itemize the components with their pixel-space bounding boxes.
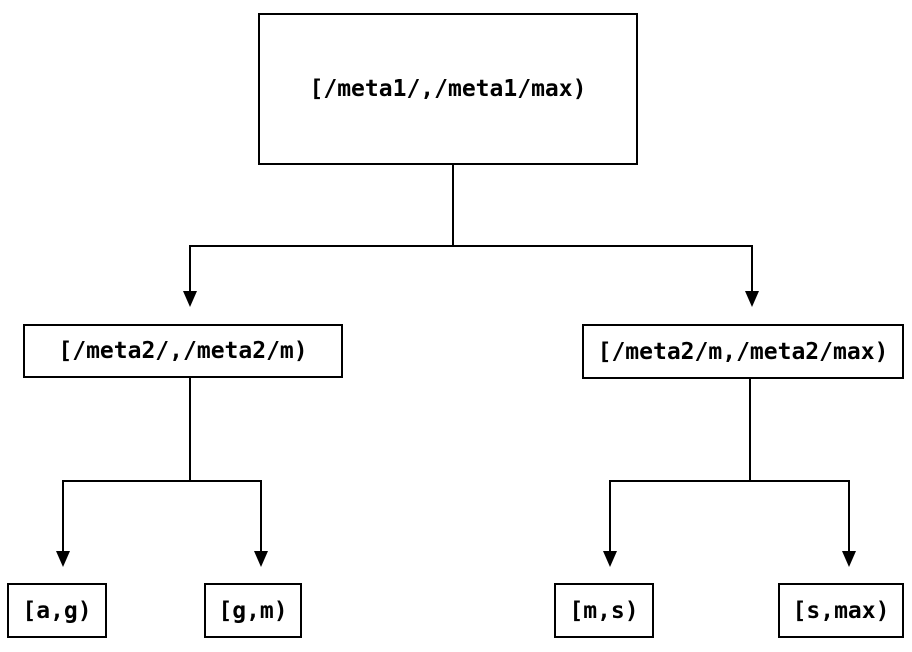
edge-left-to-leaf-ag xyxy=(56,378,191,567)
tree-node-root-label: [/meta1/,/meta1/max) xyxy=(309,76,587,102)
edge-line xyxy=(749,379,850,552)
tree-leaf-smax: [s,max) xyxy=(778,583,904,638)
arrowhead-down-icon xyxy=(56,551,70,567)
edge-root-to-left xyxy=(183,165,454,307)
tree-leaf-smax-label: [s,max) xyxy=(792,597,890,624)
tree-leaf-ag-label: [a,g) xyxy=(22,597,92,624)
tree-node-right-label: [/meta2/m,/meta2/max) xyxy=(597,338,889,365)
tree-leaf-ms-label: [m,s) xyxy=(569,597,639,624)
arrowhead-down-icon xyxy=(603,551,617,567)
edge-line xyxy=(62,378,191,552)
arrowhead-down-icon xyxy=(842,551,856,567)
edge-line xyxy=(452,165,753,292)
edge-left-to-leaf-gm xyxy=(189,378,268,567)
arrowhead-down-icon xyxy=(183,291,197,307)
tree-leaf-ms: [m,s) xyxy=(554,583,654,638)
tree-node-right: [/meta2/m,/meta2/max) xyxy=(582,324,904,379)
edge-line xyxy=(189,378,262,552)
tree-node-root: [/meta1/,/meta1/max) xyxy=(258,13,638,165)
tree-node-left-label: [/meta2/,/meta2/m) xyxy=(58,338,308,364)
tree-leaf-gm-label: [g,m) xyxy=(218,597,288,624)
edge-line xyxy=(609,379,751,552)
tree-leaf-ag: [a,g) xyxy=(7,583,107,638)
edge-right-to-leaf-smax xyxy=(749,379,856,567)
tree-node-left: [/meta2/,/meta2/m) xyxy=(23,324,343,378)
edge-root-to-right xyxy=(452,165,759,307)
tree-leaf-gm: [g,m) xyxy=(204,583,302,638)
arrowhead-down-icon xyxy=(745,291,759,307)
arrowhead-down-icon xyxy=(254,551,268,567)
edge-right-to-leaf-ms xyxy=(603,379,751,567)
edge-line xyxy=(189,165,454,292)
